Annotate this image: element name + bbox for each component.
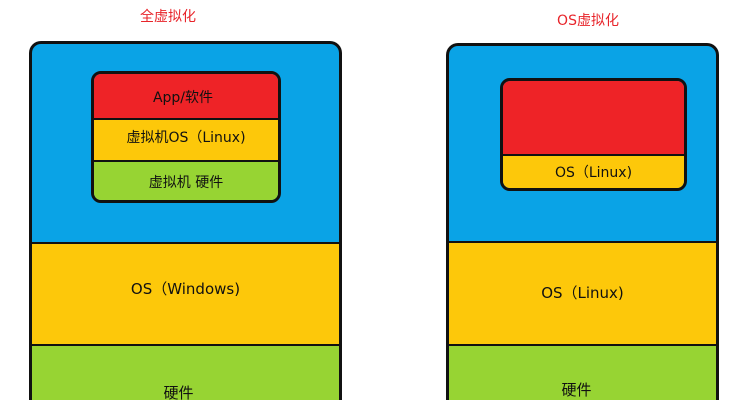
hardware-layer: 硬件 (32, 344, 339, 400)
vm-hardware-layer: 虚拟机 硬件 (94, 160, 278, 200)
container-box: OS（Linux) (500, 78, 687, 191)
vm-os-layer: 虚拟机OS（Linux) (94, 118, 278, 160)
full-virtualization-stack: App/软件 虚拟机OS（Linux) 虚拟机 硬件 OS（Windows) 硬… (29, 41, 342, 400)
host-os-label: OS（Windows) (130, 280, 241, 298)
os-virtualization-title: OS虚拟化 (557, 13, 619, 29)
vm-os-label: 虚拟机OS（Linux) (126, 130, 246, 146)
vm-hardware-label: 虚拟机 硬件 (148, 175, 224, 191)
container-os-label: OS（Linux) (554, 165, 633, 181)
container-app-layer (503, 81, 684, 154)
virtual-machine-box: App/软件 虚拟机OS（Linux) 虚拟机 硬件 (91, 71, 281, 203)
hardware-layer-right: 硬件 (449, 344, 716, 400)
host-os-layer: OS（Windows) (32, 242, 339, 344)
host-linux-os-label: OS（Linux) (541, 284, 624, 302)
hardware-label: 硬件 (163, 384, 194, 400)
host-linux-os-layer: OS（Linux) (449, 241, 716, 344)
app-software-layer: App/软件 (94, 74, 278, 118)
hardware-label-right: 硬件 (561, 381, 592, 399)
app-software-label: App/软件 (152, 90, 214, 106)
os-virtualization-stack: OS（Linux) OS（Linux) 硬件 (446, 43, 719, 400)
full-virtualization-title: 全虚拟化 (140, 9, 196, 25)
container-os-layer: OS（Linux) (503, 154, 684, 188)
